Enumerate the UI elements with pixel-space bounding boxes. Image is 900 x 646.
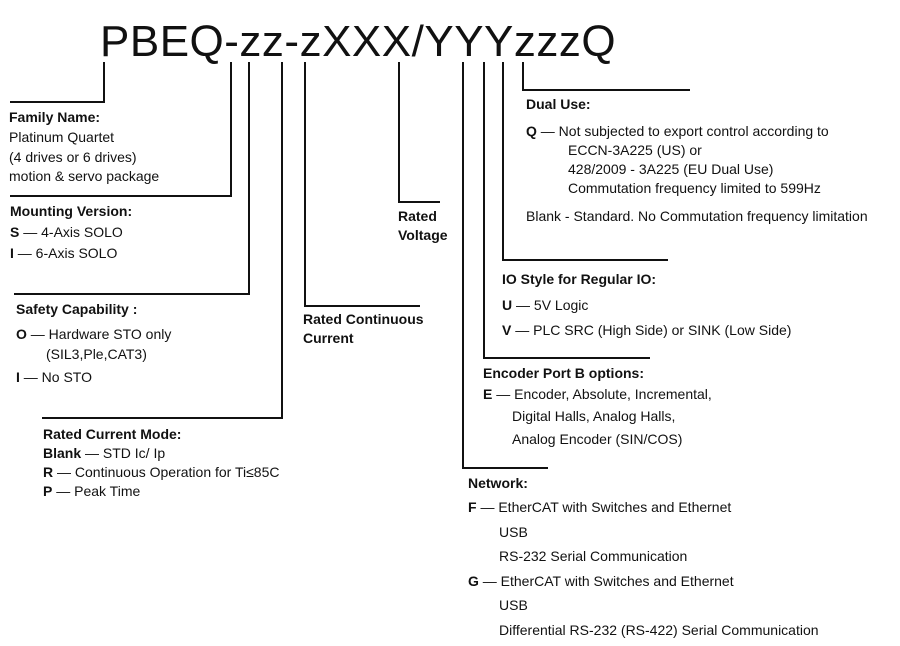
connector-mounting — [10, 62, 232, 197]
encoder-line: Analog Encoder (SIN/COS) — [512, 431, 683, 447]
network-line: USB — [499, 524, 528, 540]
network-line: Differential RS-232 (RS-422) Serial Comm… — [499, 622, 819, 638]
current-mode-title: Rated Current Mode: — [43, 426, 182, 442]
family-line: motion & servo package — [9, 168, 160, 184]
mounting-item: S — 4-Axis SOLO — [10, 224, 123, 240]
family-line: (4 drives or 6 drives) — [9, 149, 137, 165]
rated-voltage-label: Rated — [398, 208, 437, 224]
io-style-title: IO Style for Regular IO: — [502, 271, 657, 287]
connector-rated-voltage — [398, 62, 440, 203]
dual-use-line: Commutation frequency limited to 599Hz — [568, 180, 821, 196]
network-title: Network: — [468, 475, 528, 491]
dual-use-blank: Blank - Standard. No Commutation frequen… — [526, 208, 868, 224]
io-style-item: U — 5V Logic — [502, 297, 589, 313]
mounting-title: Mounting Version: — [10, 203, 133, 219]
connector-current-mode — [42, 62, 283, 419]
current-mode-item: P — Peak Time — [43, 483, 141, 499]
io-style-item: V — PLC SRC (High Side) or SINK (Low Sid… — [502, 322, 792, 338]
connector-encoder — [483, 62, 650, 359]
encoder-line: Digital Halls, Analog Halls, — [512, 408, 676, 424]
rated-current-label: Current — [303, 330, 354, 346]
connector-dual-use — [522, 62, 690, 91]
network-line: RS-232 Serial Communication — [499, 548, 688, 564]
dual-use-title: Dual Use: — [526, 96, 591, 112]
network-line: USB — [499, 597, 528, 613]
mounting-item: I — 6-Axis SOLO — [10, 245, 118, 261]
rated-voltage-label: Voltage — [398, 227, 448, 243]
connector-network — [462, 62, 548, 469]
part-number-code: PBEQ-zz-zXXX/YYYzzzQ — [100, 17, 617, 66]
encoder-item: E — Encoder, Absolute, Incremental, — [483, 386, 712, 402]
safety-item: O — Hardware STO only — [16, 326, 172, 342]
safety-item: I — No STO — [16, 369, 92, 385]
current-mode-item: R — Continuous Operation for Ti≤85C — [43, 464, 280, 480]
connector-rated-current — [304, 62, 420, 307]
connector-io — [502, 62, 668, 261]
current-mode-item: Blank — STD Ic/ Ip — [43, 445, 166, 461]
rated-current-label: Rated Continuous — [303, 311, 424, 327]
connector-family — [10, 62, 105, 103]
dual-use-line: ECCN-3A225 (US) or — [568, 142, 702, 158]
dual-use-line: 428/2009 - 3A225 (EU Dual Use) — [568, 161, 774, 177]
dual-use-q-item: Q — Not subjected to export control acco… — [526, 123, 829, 139]
network-g-item: G — EtherCAT with Switches and Ethernet — [468, 573, 734, 589]
connector-safety — [14, 62, 250, 295]
family-title: Family Name: — [9, 109, 101, 125]
safety-item: (SIL3,Ple,CAT3) — [46, 346, 147, 362]
safety-title: Safety Capability : — [16, 301, 138, 317]
family-line: Platinum Quartet — [9, 129, 115, 145]
encoder-title: Encoder Port B options: — [483, 365, 644, 381]
network-f-item: F — EtherCAT with Switches and Ethernet — [468, 499, 732, 515]
